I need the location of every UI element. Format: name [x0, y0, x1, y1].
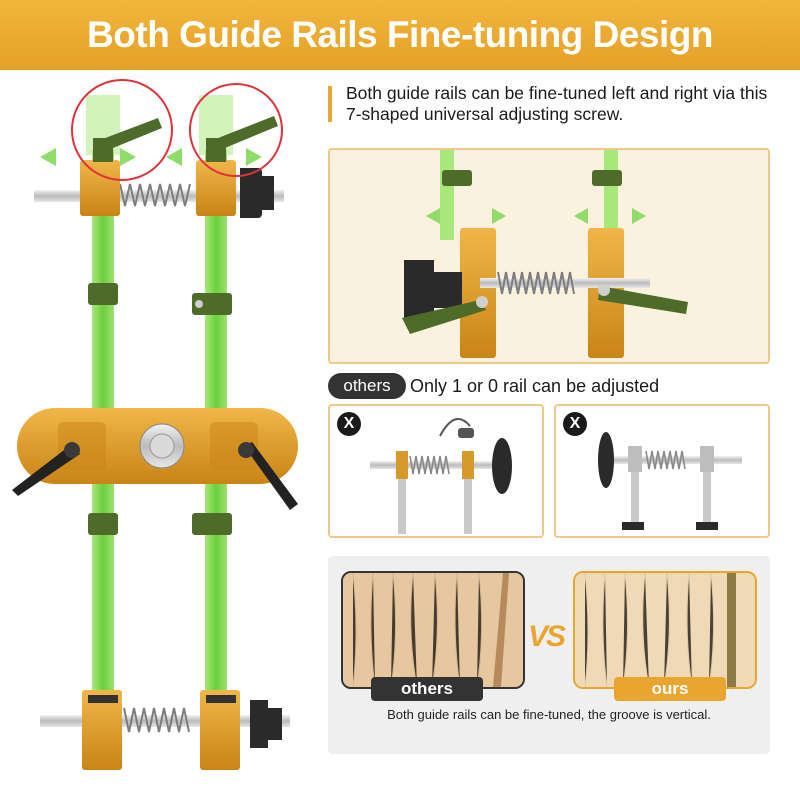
top-right-block — [196, 160, 236, 216]
accent-bar — [328, 86, 332, 122]
top-left-block — [80, 160, 120, 216]
competitor-2-panel — [554, 404, 770, 538]
left-handle-lever — [100, 118, 162, 150]
vs-label: VS — [528, 620, 566, 653]
closeup-knob — [404, 260, 462, 320]
closeup-panel — [328, 148, 770, 364]
ours-wood-sample — [573, 571, 757, 689]
right-handle-lever — [213, 116, 278, 150]
x-mark-2: X — [563, 412, 587, 436]
competitor-1-illustration — [370, 417, 512, 534]
top-knob — [240, 168, 274, 218]
others-label: others — [371, 677, 483, 701]
competitor-2-illustration — [598, 432, 742, 530]
x-mark-1: X — [337, 412, 361, 436]
closeup-illustration — [402, 150, 688, 358]
ours-label: ours — [614, 677, 726, 701]
banner-title: Both Guide Rails Fine-tuning Design — [87, 14, 713, 55]
jig-illustration — [12, 79, 298, 770]
ours-groove — [727, 573, 736, 687]
bottom-right-block — [200, 690, 240, 770]
competitor-1-panel — [328, 404, 544, 538]
description-text: Both guide rails can be fine-tuned left … — [346, 83, 768, 124]
bottom-left-block — [82, 690, 122, 770]
title-banner — [0, 0, 800, 70]
others-badge: others — [328, 373, 406, 399]
comparison-caption: Both guide rails can be fine-tuned, the … — [387, 707, 711, 722]
bottom-knob — [250, 700, 282, 748]
right-highlight-circle — [189, 83, 283, 177]
left-highlight-circle — [71, 79, 173, 181]
others-description: Only 1 or 0 rail can be adjusted — [410, 376, 660, 396]
others-groove — [493, 573, 509, 687]
others-wood-sample — [341, 571, 525, 689]
